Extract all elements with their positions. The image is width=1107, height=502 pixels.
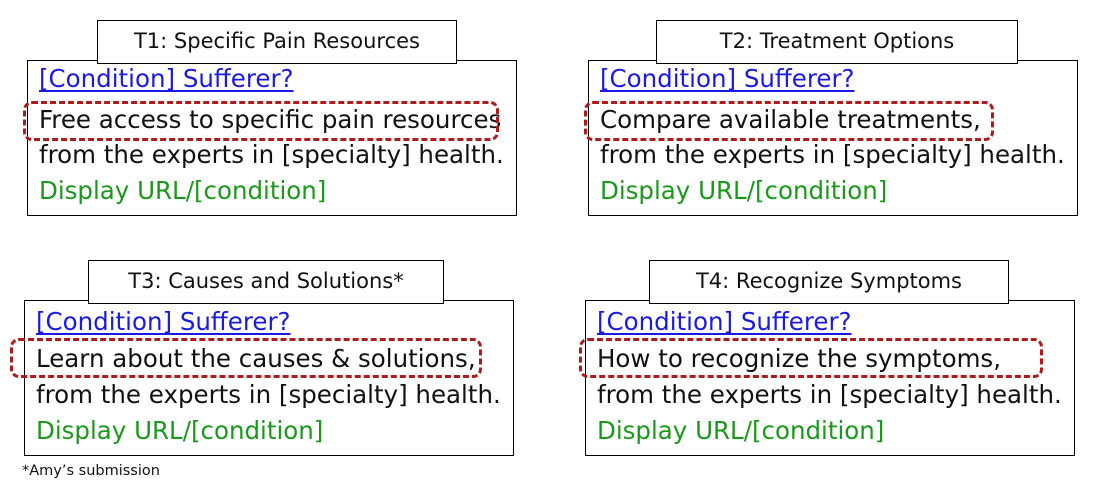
ad-line-2: from the experts in [specialty] health. (600, 140, 1065, 169)
display-url: Display URL/[condition] (597, 416, 885, 445)
ad-line-2: from the experts in [specialty] health. (36, 380, 501, 409)
panel-label: T4: Recognize Symptoms (649, 260, 1009, 304)
panel-label: T1: Specific Pain Resources (97, 20, 457, 64)
display-url: Display URL/[condition] (39, 176, 327, 205)
ad-headline: [Condition] Sufferer? (36, 307, 291, 336)
ad-panel-t3: T3: Causes and Solutions* [Condition] Su… (10, 260, 518, 456)
ad-panel-t4: T4: Recognize Symptoms [Condition] Suffe… (579, 260, 1079, 456)
panel-label: T2: Treatment Options (656, 20, 1018, 64)
ad-line-1: How to recognize the symptoms, (597, 344, 1001, 373)
ad-line-1: Learn about the causes & solutions, (36, 344, 476, 373)
display-url: Display URL/[condition] (36, 416, 324, 445)
footnote: *Amy’s submission (22, 463, 160, 479)
ad-headline: [Condition] Sufferer? (39, 64, 294, 93)
ad-box (24, 300, 514, 456)
ad-line-2: from the experts in [specialty] health. (597, 380, 1062, 409)
ad-line-2: from the experts in [specialty] health. (39, 140, 504, 169)
ad-panel-t2: T2: Treatment Options [Condition] Suffer… (584, 20, 1082, 216)
ad-panel-t1: T1: Specific Pain Resources [Condition] … (23, 20, 521, 216)
ad-headline: [Condition] Sufferer? (597, 307, 852, 336)
panel-label: T3: Causes and Solutions* (88, 260, 444, 304)
ad-line-1: Compare available treatments, (600, 105, 981, 134)
ad-headline: [Condition] Sufferer? (600, 64, 855, 93)
display-url: Display URL/[condition] (600, 176, 888, 205)
ad-line-1: Free access to specific pain resources (39, 105, 502, 134)
